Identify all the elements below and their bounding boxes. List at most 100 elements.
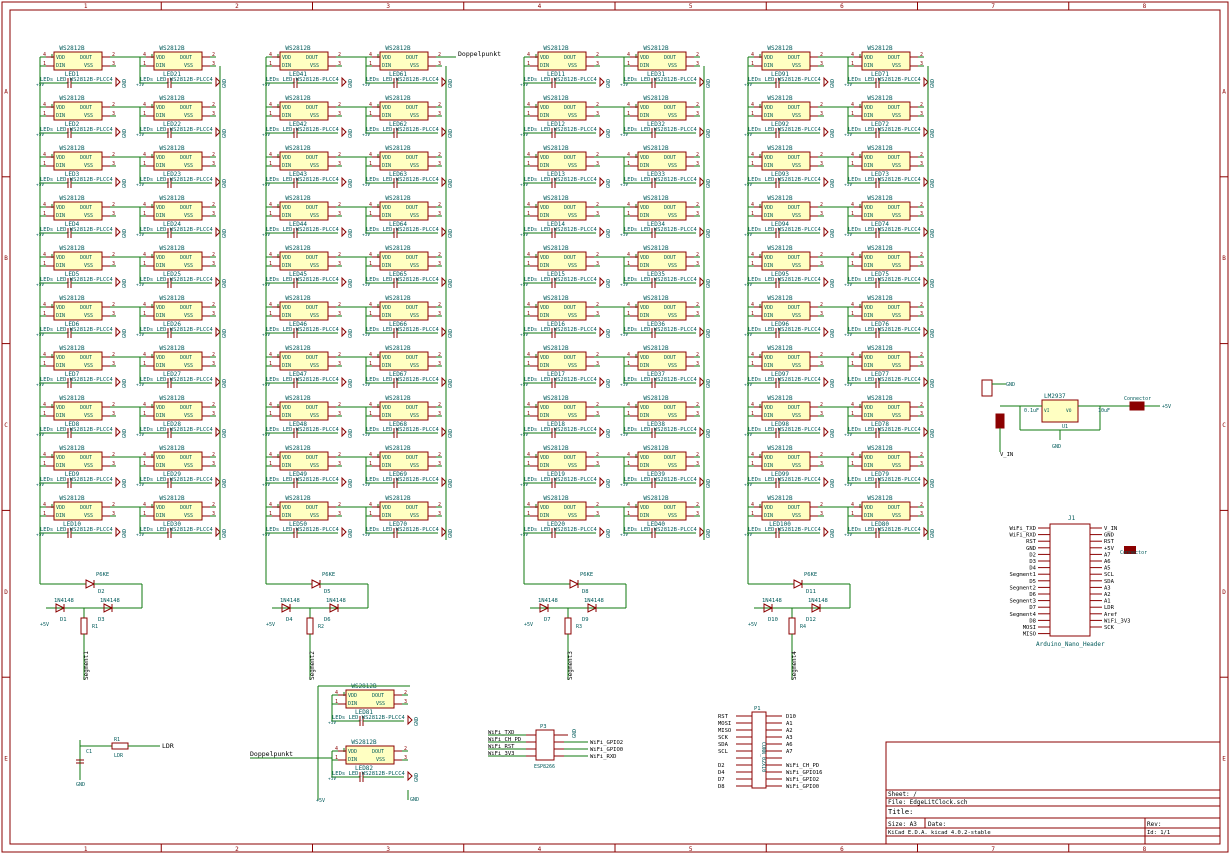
pin-num: 4 (751, 252, 754, 258)
cap-label: LEDs LED_WS2812B-PLCC4 (848, 477, 922, 483)
pin-num: 4 (751, 202, 754, 208)
led-designator: LED47 (289, 371, 307, 378)
pin-num: 4 (627, 502, 630, 508)
cap-label: LEDs LED_WS2812B-PLCC4 (748, 177, 822, 183)
p1-pin-left: MISO (718, 728, 731, 734)
led-body (637, 351, 687, 371)
led-ref: WS2812B (385, 295, 411, 302)
pin-din: DIN (864, 113, 873, 119)
gnd-symbol (441, 226, 447, 238)
pin-num: 4 (269, 402, 272, 408)
led-body (861, 401, 911, 421)
pin-vdd: VDD (56, 455, 65, 461)
gnd-symbol (215, 276, 221, 288)
pin-num: 1 (269, 411, 272, 417)
diode-value: P6KE (580, 572, 593, 578)
cap-label: LEDs LED_WS2812B-PLCC4 (366, 477, 440, 483)
pin-num: 1 (43, 461, 46, 467)
gnd-symbol (341, 476, 347, 488)
pin-vss: VSS (668, 213, 677, 219)
pin-num: 3 (696, 61, 699, 67)
gnd-symbol (923, 426, 929, 438)
pin-din: DIN (764, 413, 773, 419)
res-ref: R4 (800, 624, 806, 630)
pin-num: 1 (269, 311, 272, 317)
vcc-text: +5V (620, 82, 628, 88)
led-designator: LED97 (771, 371, 789, 378)
pin-vss: VSS (184, 263, 193, 269)
pin-num: 2 (820, 502, 823, 508)
pin-vdd: VDD (382, 355, 391, 361)
led-body (537, 251, 587, 271)
p1-pin-right: A1 (786, 721, 793, 727)
gnd-symbol (823, 426, 829, 438)
gnd-text: GND (606, 529, 612, 538)
pin-vdd: VDD (348, 693, 357, 699)
led-body (279, 151, 329, 171)
pin-num: 2 (920, 352, 923, 358)
pin-vdd: VDD (56, 105, 65, 111)
pin-din: DIN (764, 463, 773, 469)
pin-num: 3 (212, 111, 215, 117)
led-body (153, 51, 203, 71)
pin-vss: VSS (310, 413, 319, 419)
pin-num: 3 (596, 161, 599, 167)
pin-din: DIN (56, 63, 65, 69)
led-body (861, 101, 911, 121)
gnd-symbol (341, 276, 347, 288)
cap-label: LEDs LED_WS2812B-PLCC4 (40, 377, 114, 383)
pin-din: DIN (640, 263, 649, 269)
led-ref: WS2812B (59, 445, 85, 452)
led-body (279, 251, 329, 271)
pin-num: 3 (920, 311, 923, 317)
cap-label: LEDs LED_WS2812B-PLCC4 (366, 177, 440, 183)
esp-pin-right: WiFi_RXD (590, 754, 617, 760)
led-body (279, 451, 329, 471)
vcc-text: +5V (620, 132, 628, 138)
diode-symbol (539, 603, 550, 613)
cap-label: LEDs LED_WS2812B-PLCC4 (624, 277, 698, 283)
gnd-text: GND (706, 279, 712, 288)
pin-vss: VSS (892, 263, 901, 269)
led-designator: LED29 (163, 471, 181, 478)
led-body (379, 301, 429, 321)
pin-vdd: VDD (282, 455, 291, 461)
pin-din: DIN (56, 513, 65, 519)
pin-vdd: VDD (764, 305, 773, 311)
gnd-symbol (699, 376, 705, 388)
pin-num: 3 (696, 311, 699, 317)
led-body (637, 451, 687, 471)
led-ref: WS2812B (543, 495, 569, 502)
pin-vss: VSS (892, 63, 901, 69)
cap-label: LEDs LED_WS2812B-PLCC4 (266, 227, 340, 233)
pin-vss: VSS (376, 757, 385, 763)
pin-num: 2 (820, 202, 823, 208)
gnd-text: GND (222, 229, 228, 238)
esp-ref: P3 (540, 724, 547, 730)
pin-dout: DOUT (664, 355, 676, 361)
cap-ref: C1 (86, 749, 92, 755)
pin-num: 2 (212, 202, 215, 208)
led-body (345, 745, 395, 765)
pin-dout: DOUT (664, 505, 676, 511)
pin-num: 3 (596, 61, 599, 67)
col-label-bottom: 4 (538, 846, 542, 853)
gnd-symbol (599, 126, 605, 138)
pin-din: DIN (864, 63, 873, 69)
pin-num: 4 (527, 352, 530, 358)
pin-vdd: VDD (282, 405, 291, 411)
gnd-symbol (441, 76, 447, 88)
gnd-text: GND (222, 279, 228, 288)
row-label-left: A (4, 88, 8, 95)
pin-num: 1 (751, 511, 754, 517)
pin-num: 2 (438, 52, 441, 58)
led-designator: LED68 (389, 421, 407, 428)
led-designator: LED25 (163, 271, 181, 278)
ws2812b-led: WS2812BVDDDOUTDINVSS2341LED81LEDs LED_WS… (328, 683, 420, 726)
pin-din: DIN (540, 313, 549, 319)
